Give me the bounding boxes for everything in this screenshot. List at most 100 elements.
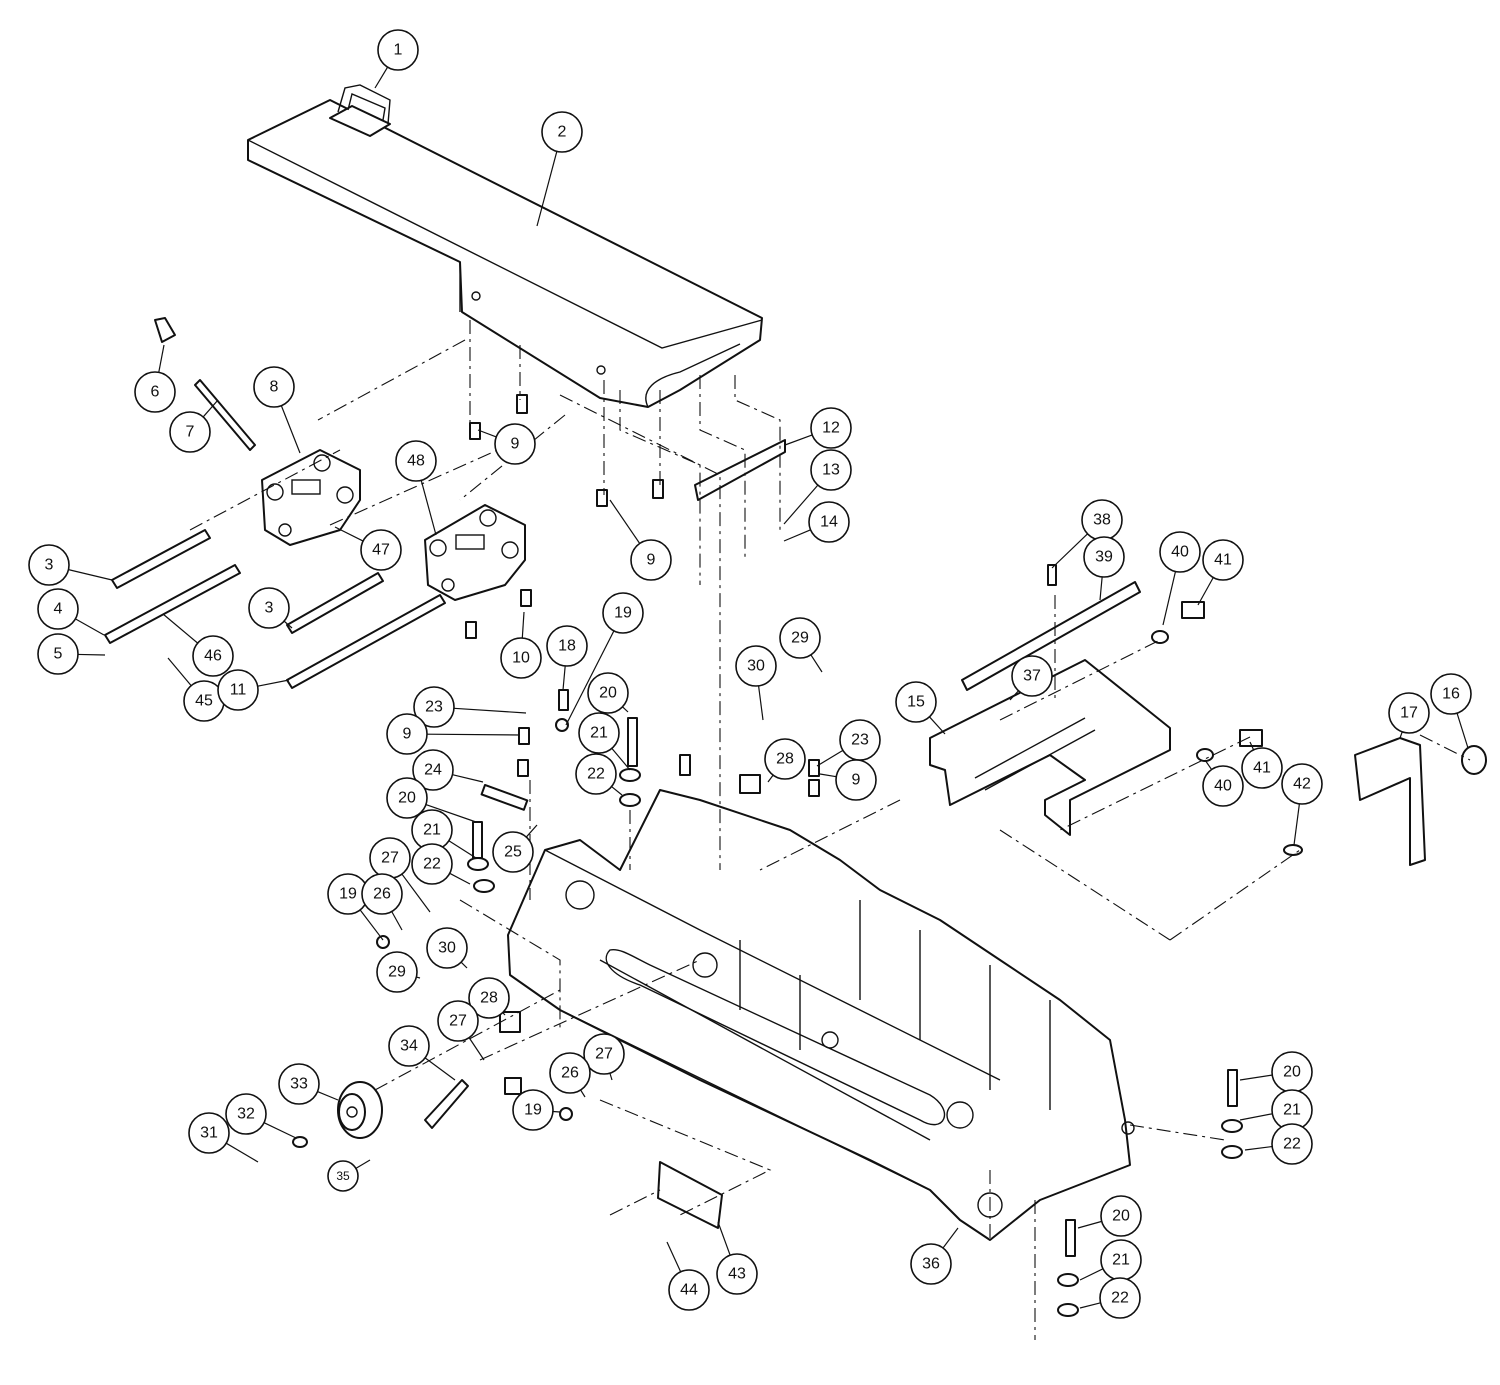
callout-number: 21 (590, 725, 608, 742)
callout-circle (37, 633, 79, 675)
callout-circle (835, 759, 877, 801)
callout-number: 21 (1112, 1252, 1130, 1269)
callout-26: 26 (549, 1052, 591, 1098)
callout-circle (217, 669, 259, 711)
callout-circle (278, 1063, 320, 1105)
callout-number: 29 (388, 964, 406, 981)
leader-line (717, 1221, 731, 1256)
leader-line (609, 499, 641, 544)
callout-number: 45 (195, 693, 213, 710)
callout-number: 19 (339, 886, 357, 903)
callout-30: 30 (426, 927, 468, 969)
callout-25: 25 (492, 824, 538, 873)
wheel-part (337, 1081, 383, 1139)
leader-line (1244, 1145, 1273, 1151)
leader-line (928, 716, 946, 735)
leader-line (1051, 533, 1088, 569)
leader-line (562, 665, 566, 691)
callout-circle (546, 625, 588, 667)
callout-circle (395, 440, 437, 482)
callout-8: 8 (253, 366, 301, 454)
callout-circle (253, 366, 295, 408)
callout-number: 9 (403, 726, 412, 743)
callout-6: 6 (134, 344, 176, 413)
leader-line (449, 872, 471, 885)
callout-27: 27 (369, 837, 431, 913)
table-top-part (247, 84, 763, 408)
callout-circle (28, 544, 70, 586)
hinge-bracket-part (424, 504, 526, 601)
callout-circle (169, 411, 211, 453)
callout-number: 35 (336, 1169, 350, 1183)
leader-line (1204, 759, 1213, 770)
callout-21: 21 (1239, 1089, 1313, 1131)
leader-line (77, 653, 106, 656)
callout-circle (327, 1160, 359, 1192)
callout-18: 18 (546, 625, 588, 691)
callout-circle (549, 1052, 591, 1094)
callout-9: 9 (609, 499, 672, 581)
callout-1: 1 (374, 29, 419, 89)
callout-circle (413, 686, 455, 728)
leader-line (468, 1037, 485, 1061)
callout-12: 12 (784, 407, 852, 449)
callout-circle (910, 1243, 952, 1285)
callout-circle (412, 749, 454, 791)
callout-16: 16 (1430, 673, 1472, 749)
callout-number: 15 (907, 694, 925, 711)
callout-15: 15 (895, 681, 946, 735)
callout-circle (630, 539, 672, 581)
callout-20: 20 (1077, 1195, 1142, 1237)
callout-circle (492, 831, 534, 873)
callout-40: 40 (1159, 531, 1201, 626)
leader-line (453, 707, 527, 714)
callout-circle (587, 672, 629, 714)
callout-circle (360, 529, 402, 571)
callout-number: 8 (270, 379, 279, 396)
callout-circle (500, 637, 542, 679)
callout-circle (494, 423, 536, 465)
leader-line (1239, 1074, 1273, 1081)
callout-number: 4 (54, 601, 63, 618)
lever-part (424, 1079, 469, 1129)
callout-number: 30 (438, 940, 456, 957)
callout-7: 7 (169, 399, 219, 453)
callout-28: 28 (468, 977, 510, 1019)
callout-circle (1083, 536, 1125, 578)
callout-20: 20 (1239, 1051, 1313, 1093)
callout-circle (468, 977, 510, 1019)
callout-number: 22 (1283, 1136, 1301, 1153)
leader-line (1009, 690, 1019, 701)
callout-circle (1100, 1195, 1142, 1237)
callout-circle (895, 681, 937, 723)
leader-line (552, 1110, 561, 1113)
leader-line (1293, 803, 1300, 846)
callout-number: 5 (54, 646, 63, 663)
callout-number: 10 (512, 650, 530, 667)
callout-27: 27 (583, 1033, 625, 1081)
callout-number: 40 (1214, 778, 1232, 795)
leader-line (460, 961, 468, 969)
callout-number: 16 (1442, 686, 1460, 703)
callout-2: 2 (536, 111, 583, 227)
callout-47: 47 (334, 526, 402, 571)
leader-line (1197, 577, 1214, 606)
callout-circle (602, 592, 644, 634)
side-cover-part (1354, 737, 1426, 866)
callout-9: 9 (386, 713, 521, 755)
callout-number: 17 (1400, 705, 1418, 722)
callout-number: 23 (425, 699, 443, 716)
leader-line (609, 1072, 613, 1081)
callout-circle (361, 873, 403, 915)
callout-number: 40 (1171, 544, 1189, 561)
callout-number: 21 (1283, 1102, 1301, 1119)
leader-line (1239, 1113, 1273, 1121)
callout-circle (37, 588, 79, 630)
callout-circle (1271, 1123, 1313, 1165)
callout-number: 14 (820, 514, 838, 531)
callout-number: 20 (1283, 1064, 1301, 1081)
hardware-parts (292, 394, 1487, 1317)
callout-number: 13 (822, 462, 840, 479)
callout-34: 34 (388, 1025, 456, 1081)
